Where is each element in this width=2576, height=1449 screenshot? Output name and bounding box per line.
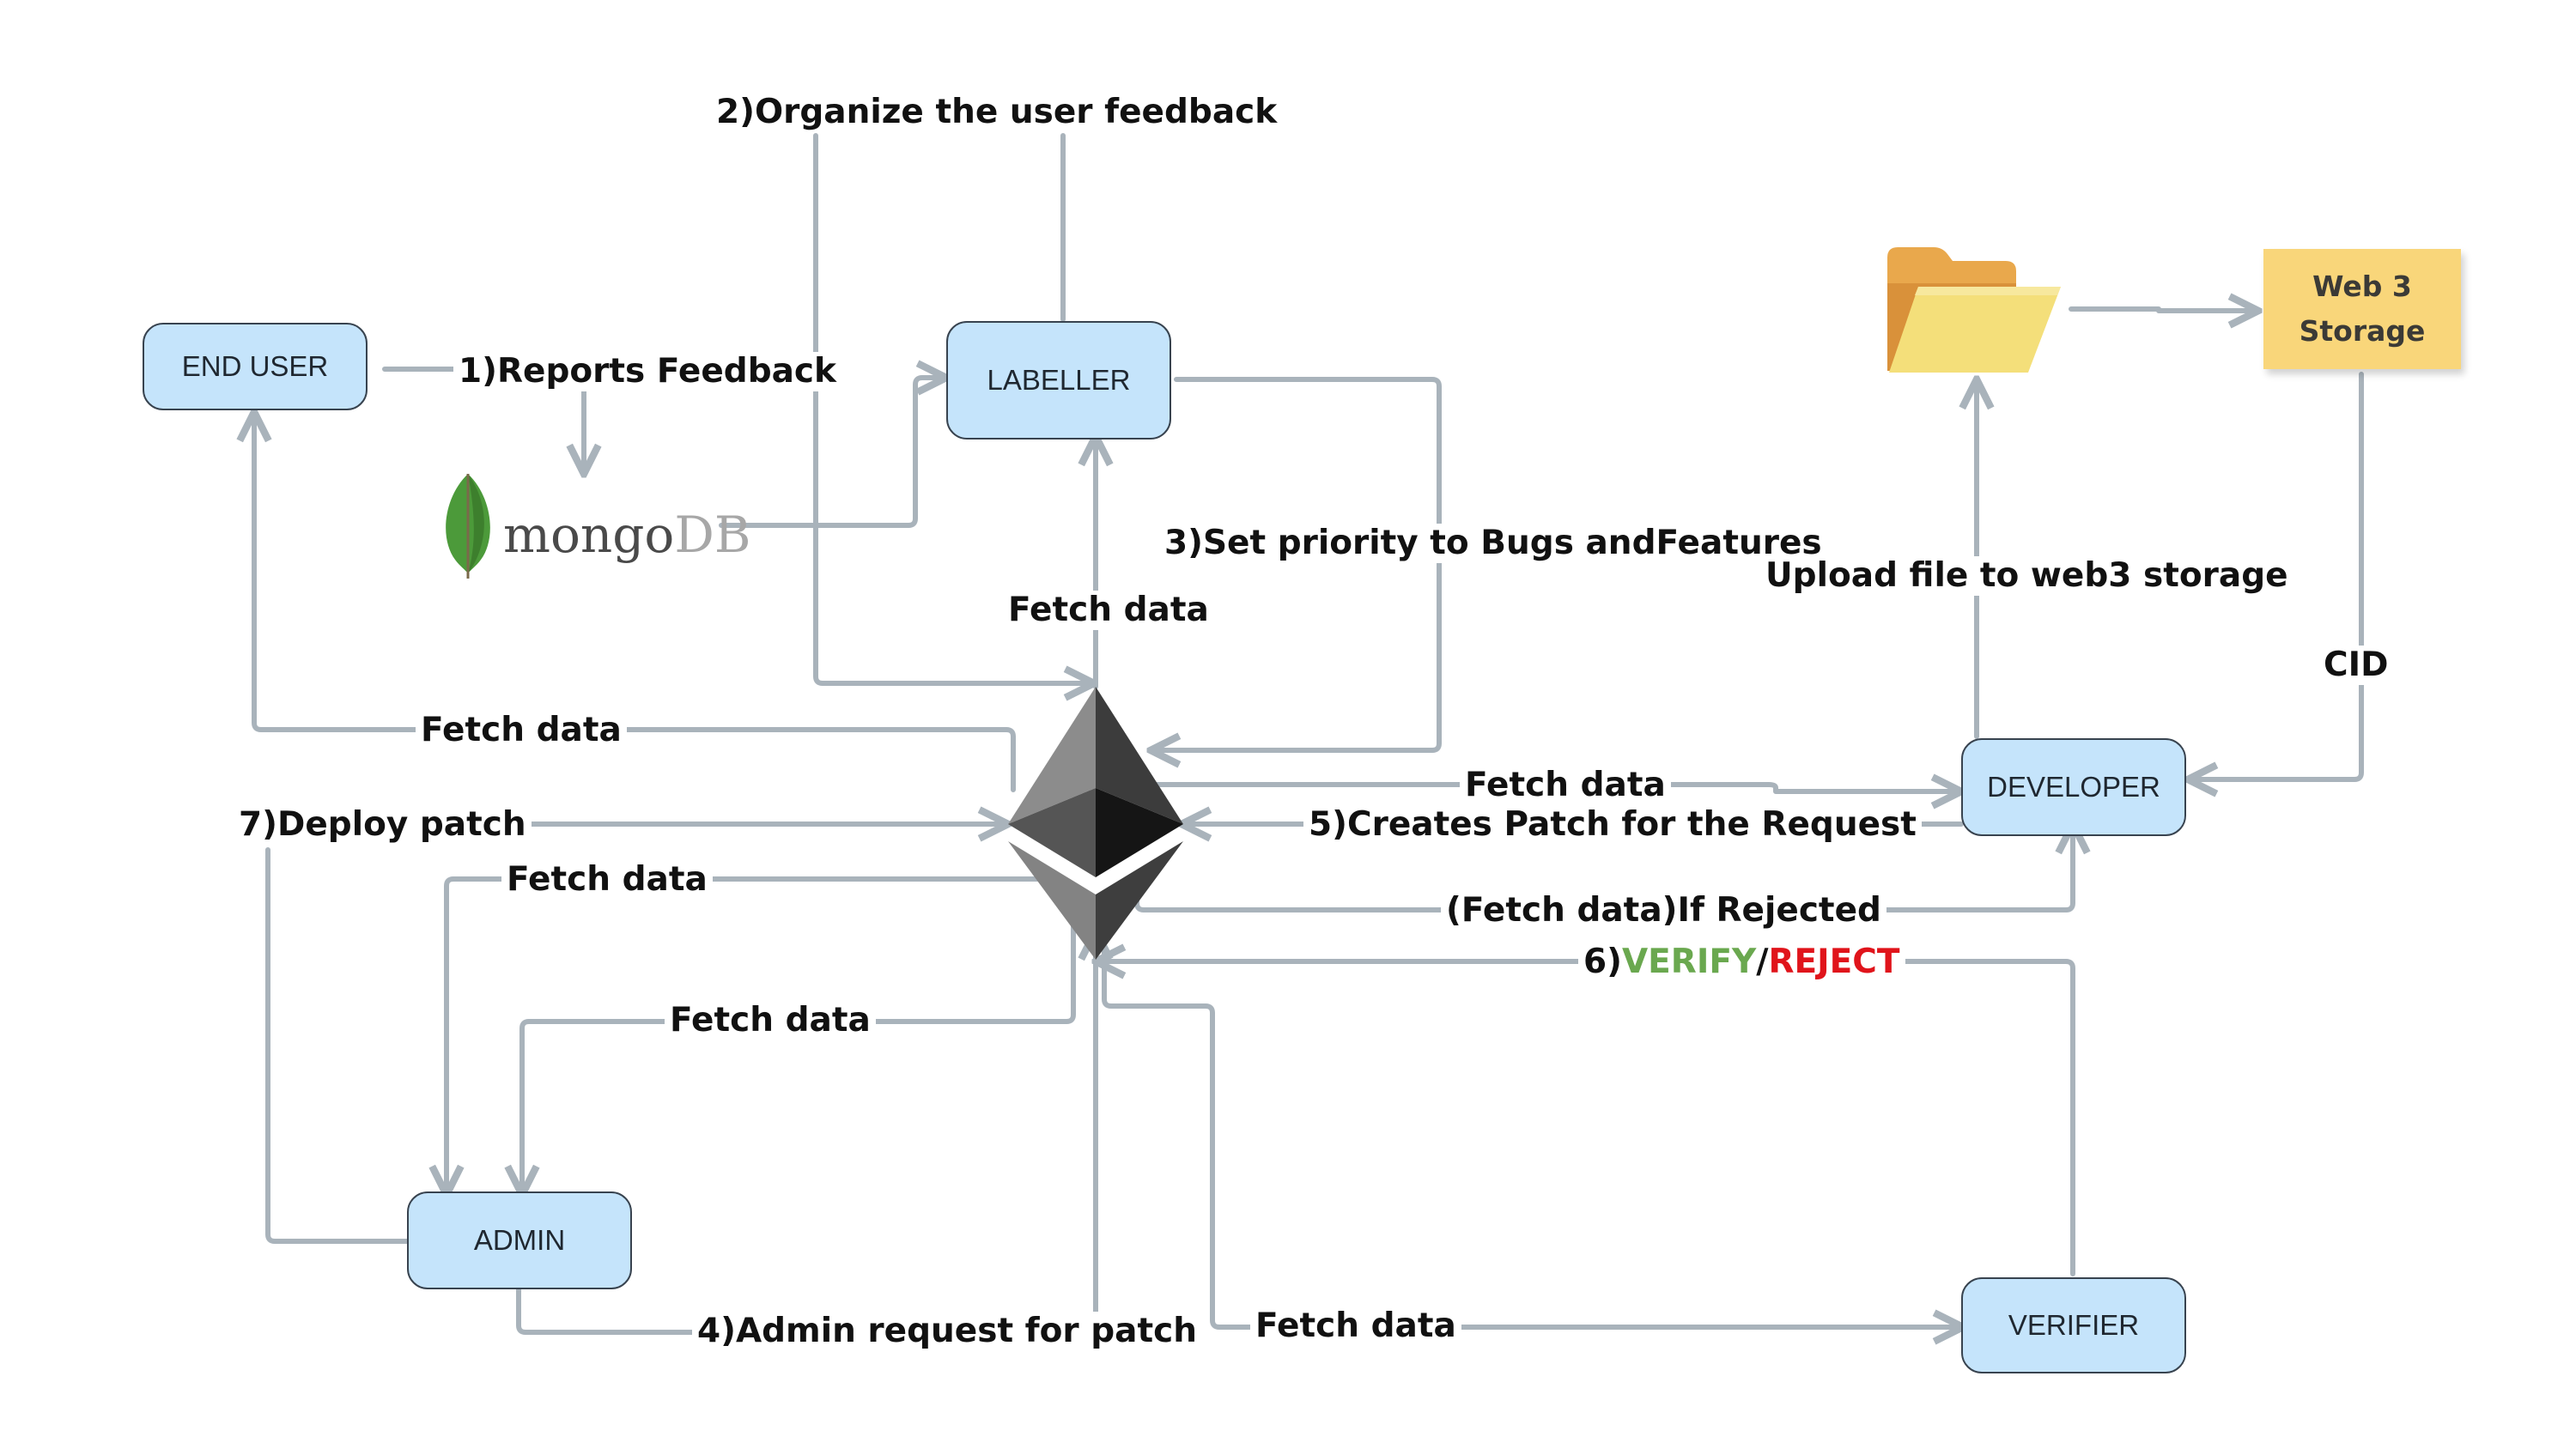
label-fetch-data-enduser: Fetch data [416,711,627,750]
connector-fetch-developer [1139,785,1958,791]
label-if-rejected: (Fetch data)If Rejected [1441,891,1886,931]
label-set-priority: 3)Set priority to Bugs andFeatures [1159,524,1827,563]
label-organize-feedback: 2)Organize the user feedback [711,93,1283,132]
label-fetch-data-developer: Fetch data [1460,766,1671,805]
web3-storage-line2: Storage [2299,314,2426,348]
label-fetch-data-admin1: Fetch data [501,860,713,900]
connector-fetch-admin2 [522,890,1076,1191]
connector-organize-left [813,133,1091,683]
labeller-node[interactable]: LABELLER [946,321,1171,440]
end-user-node[interactable]: END USER [143,323,368,410]
verify-word: VERIFY [1621,943,1757,981]
admin-node[interactable]: ADMIN [407,1191,632,1289]
end-user-label: END USER [181,350,329,382]
mongodb-logo-db: DB [674,506,751,564]
label-reports-feedback: 1)Reports Feedback [453,352,841,391]
mongodb-logo-mongo: mongo [503,506,675,564]
verify-slash: / [1756,943,1769,981]
mongodb-logo-text: mongoDB [503,505,750,565]
verify-prefix: 6) [1583,943,1622,981]
label-verify-reject: 6)VERIFY/REJECT [1578,943,1905,982]
web3-storage-line1: Web 3 [2312,270,2412,303]
label-cid: CID [2318,646,2394,685]
label-creates-patch: 5)Creates Patch for the Request [1303,805,1922,845]
connector-deploy [265,824,1005,1244]
connector-fetch-admin1 [447,876,1059,1191]
web3-storage-node[interactable]: Web 3 Storage [2263,249,2461,369]
connector-verify-reject [1099,961,2075,1276]
ethereum-icon [1008,687,1183,960]
developer-label: DEVELOPER [1987,771,2160,803]
labeller-label: LABELLER [987,364,1131,396]
label-fetch-data-verifier: Fetch data [1250,1307,1461,1346]
verifier-label: VERIFIER [2008,1309,2140,1341]
verifier-node[interactable]: VERIFIER [1961,1277,2186,1373]
connector-mongo-labeller [719,378,943,528]
connector-set-priority [1154,377,1442,750]
label-deploy-patch: 7)Deploy patch [234,805,532,845]
label-fetch-data-admin2: Fetch data [665,1001,876,1040]
mongodb-leaf-icon [446,474,490,579]
reject-word: REJECT [1768,943,1900,981]
connector-fetch-enduser [254,415,1016,792]
connector-fetch-verifier [1102,937,1959,1327]
connector-folder-storage [2069,309,2255,311]
admin-label: ADMIN [473,1224,566,1256]
label-upload-web3: Upload file to web3 storage [1760,556,2293,596]
label-fetch-data-labeller: Fetch data [1003,591,1214,630]
connector-cid [2191,372,2364,779]
developer-node[interactable]: DEVELOPER [1961,738,2186,836]
label-admin-request: 4)Admin request for patch [692,1312,1202,1351]
folder-icon [1887,247,2061,373]
